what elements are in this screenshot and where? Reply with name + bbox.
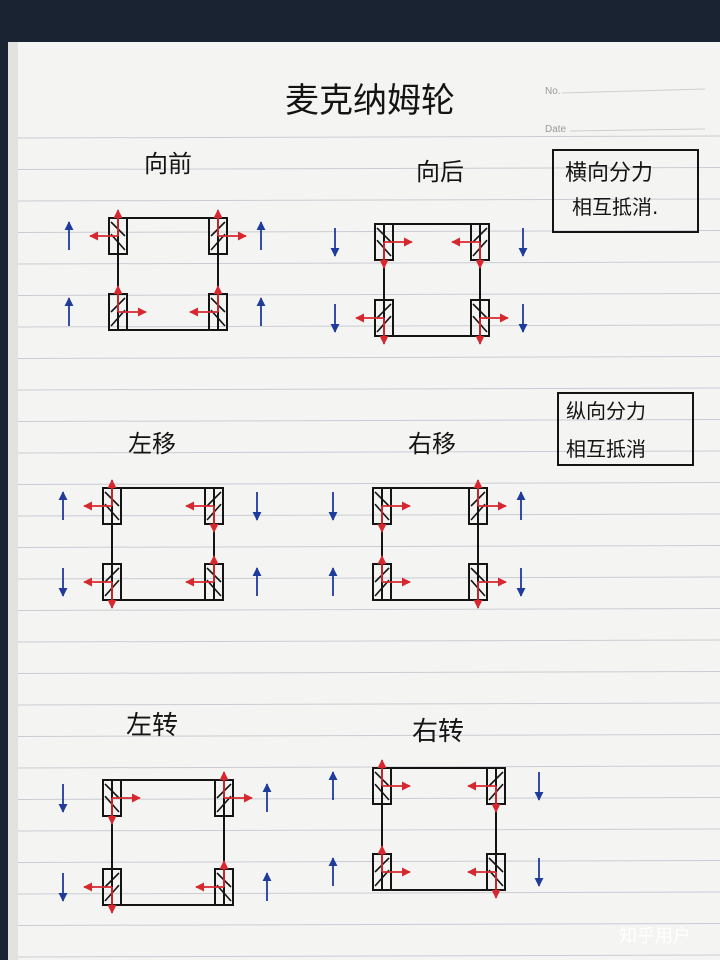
watermark: 知乎用户 xyxy=(619,926,691,947)
diagram-right xyxy=(328,479,526,609)
robot-chassis xyxy=(381,767,497,891)
ruled-line xyxy=(17,576,720,580)
diagram-rot-left xyxy=(58,771,272,914)
ruled-line xyxy=(17,891,720,895)
ruled-line xyxy=(17,482,720,485)
ruled-line xyxy=(17,513,720,517)
diagram-rot-right xyxy=(328,759,544,899)
label-backward: 向后 xyxy=(416,158,464,186)
roller-line xyxy=(104,567,120,583)
page-edge xyxy=(8,42,18,960)
ruled-line xyxy=(17,198,720,202)
label-forward: 向前 xyxy=(144,150,192,178)
note-longitudinal: 纵向分力 相互抵消 xyxy=(557,392,694,466)
diagram-forward xyxy=(64,209,266,331)
roller-line xyxy=(374,491,390,507)
roller-line xyxy=(376,227,392,243)
no-label: No. xyxy=(545,86,561,97)
ruled-line xyxy=(17,135,720,139)
ruled-line xyxy=(17,293,720,296)
notebook-paper xyxy=(8,42,720,960)
ruled-line xyxy=(17,545,720,548)
robot-chassis xyxy=(117,217,219,331)
ruled-line xyxy=(17,356,720,359)
robot-chassis xyxy=(111,779,225,906)
ruled-line xyxy=(17,734,720,737)
ruled-line xyxy=(17,324,720,328)
ruled-line xyxy=(17,167,720,170)
roller-line xyxy=(488,857,504,873)
robot-chassis xyxy=(381,487,479,601)
roller-line xyxy=(472,227,488,243)
ruled-line xyxy=(17,387,720,391)
date-label: Date xyxy=(545,124,567,135)
ruled-line xyxy=(17,608,720,611)
roller-line xyxy=(472,303,488,319)
label-left: 左移 xyxy=(128,430,176,458)
ruled-line xyxy=(17,954,720,958)
label-right: 右移 xyxy=(408,430,456,458)
roller-line xyxy=(104,783,120,799)
ruled-line xyxy=(17,828,720,832)
ruled-line xyxy=(17,450,720,454)
note-lateral-line2: 相互抵消. xyxy=(572,195,658,219)
roller-line xyxy=(104,872,120,888)
roller-line xyxy=(374,783,390,801)
ruled-lines xyxy=(17,135,720,958)
robot-chassis xyxy=(111,487,215,601)
ruled-line xyxy=(17,671,720,674)
diagram-left xyxy=(58,479,262,609)
page-title: 麦克纳姆轮 xyxy=(285,81,455,121)
date-line xyxy=(569,128,706,132)
note-lateral-line1: 横向分力 xyxy=(565,161,653,186)
label-rot-left: 左转 xyxy=(126,711,178,741)
label-rot-right: 右转 xyxy=(412,717,464,747)
roller-line xyxy=(488,771,504,787)
note-lateral: 横向分力 相互抵消. xyxy=(552,149,699,233)
roller-line xyxy=(376,303,392,319)
ruled-line xyxy=(17,923,720,926)
note-longitudinal-line2: 相互抵消 xyxy=(566,437,646,461)
roller-line xyxy=(470,567,486,583)
ruled-line xyxy=(17,230,720,233)
ruled-line xyxy=(17,639,720,643)
robot-chassis xyxy=(383,223,481,337)
note-longitudinal-line1: 纵向分力 xyxy=(566,399,646,423)
ruled-line xyxy=(17,765,720,769)
no-line xyxy=(561,88,706,94)
ruled-line xyxy=(17,261,720,265)
ruled-line xyxy=(17,860,720,863)
ruled-line xyxy=(17,419,720,422)
ruled-line xyxy=(17,702,720,706)
roller-line xyxy=(206,491,222,507)
diagram-backward xyxy=(330,223,528,345)
